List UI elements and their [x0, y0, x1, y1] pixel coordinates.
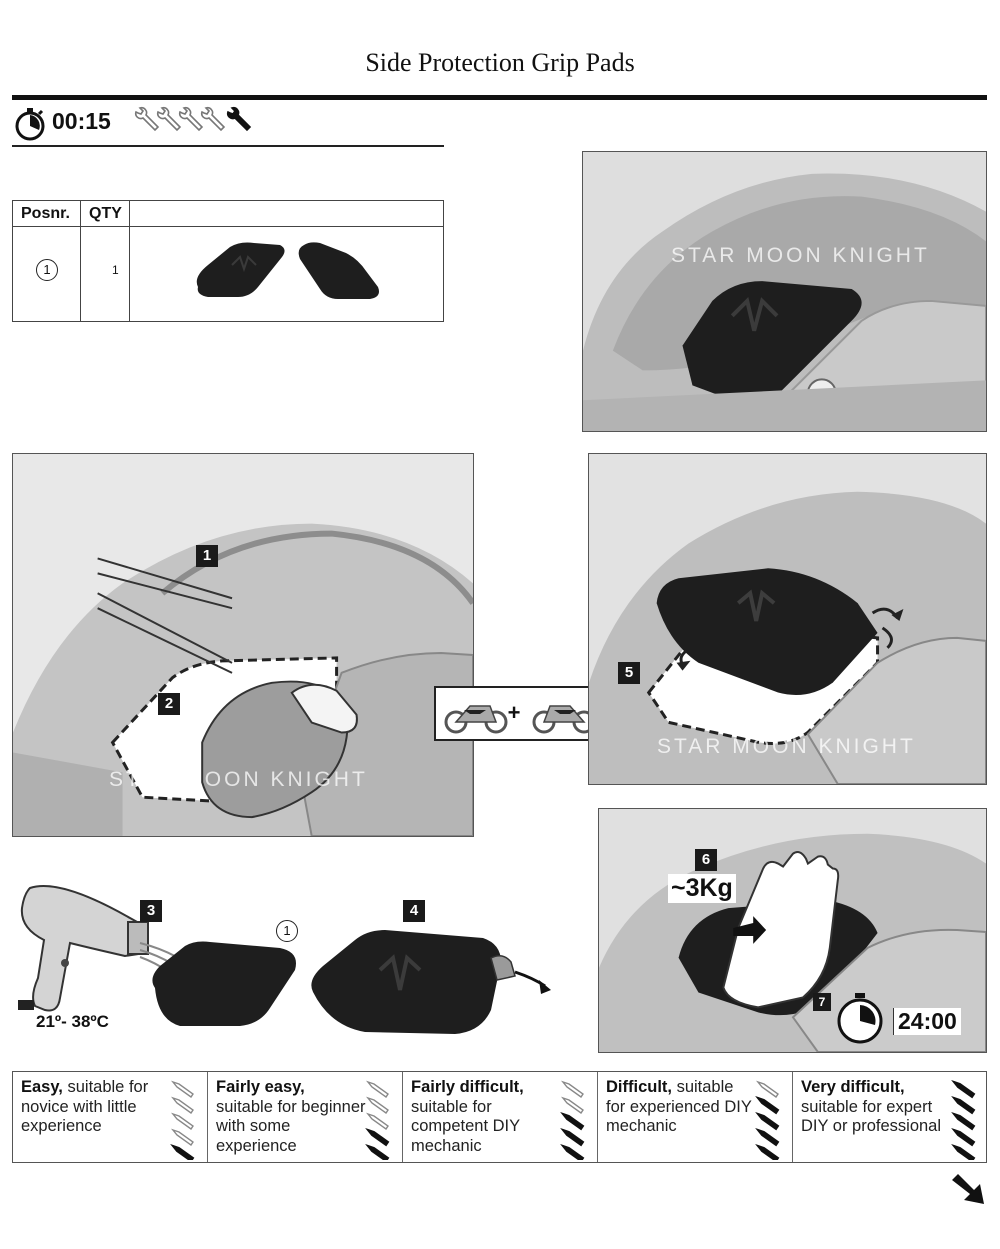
wrench-icon	[951, 1079, 976, 1160]
step-2-badge: 2	[158, 693, 180, 715]
cure-time: 24:00	[893, 1008, 961, 1035]
grip-pad-pair-image	[196, 242, 379, 299]
col-posnr: Posnr.	[21, 205, 70, 222]
motorcycle-right-icon	[532, 705, 594, 734]
apply-pad-illustration: 5 STAR MOON KNIGHT	[588, 453, 987, 785]
stopwatch-icon	[837, 993, 883, 1044]
watermark: STAR MOON KNIGHT	[671, 244, 930, 267]
peel-liner-illustration	[311, 930, 551, 1034]
next-page-arrow-icon[interactable]	[950, 1172, 988, 1208]
step-7-badge: 7	[813, 993, 831, 1011]
title-divider	[12, 95, 987, 100]
hair-dryer-icon	[18, 885, 150, 1012]
legend-fairly-difficult: Fairly difficult, suitable for competent…	[403, 1072, 598, 1162]
part-qty: 1	[112, 263, 119, 277]
result-illustration: STAR MOON KNIGHT	[582, 151, 987, 432]
stopwatch-icon	[15, 108, 45, 141]
heat-pad-illustration	[18, 885, 296, 1026]
step-4-badge: 4	[403, 900, 425, 922]
header-divider	[12, 145, 444, 147]
legend-very-difficult: Very difficult, suitable for expert DIY …	[793, 1072, 988, 1162]
legend-fairly-easy: Fairly easy, suitable for beginner with …	[208, 1072, 403, 1162]
wrench-icon	[200, 106, 226, 132]
both-sides-icon: +	[434, 686, 594, 741]
wrench-icon	[226, 106, 252, 132]
press-weight: ~3Kg	[668, 874, 736, 903]
step-3-badge: 3	[140, 900, 162, 922]
wrench-icon	[365, 1080, 390, 1160]
wrench-icon	[170, 1080, 195, 1160]
difficulty-legend: Easy, suitable for novice with little ex…	[12, 1071, 987, 1163]
temperature-range: 21º- 38ºC	[36, 1012, 109, 1031]
wrench-icon	[178, 106, 204, 132]
step-6-badge: 6	[695, 849, 717, 871]
difficulty-wrenches	[134, 106, 252, 132]
parts-table-header	[13, 201, 443, 227]
watermark: STAR MOON KNIGHT	[109, 768, 368, 791]
part-reference: 1	[276, 920, 298, 942]
cleaning-illustration: 1 2 STAR MOON KNIGHT	[12, 453, 474, 837]
wrench-icon	[560, 1080, 585, 1160]
step-1-badge: 1	[196, 545, 218, 567]
col-qty: QTY	[89, 205, 122, 222]
parts-table: Posnr. QTY 1 1	[12, 200, 444, 322]
part-position: 1	[36, 259, 58, 281]
step-5-badge: 5	[618, 662, 640, 684]
svg-text:+: +	[508, 700, 521, 725]
legend-difficult: Difficult, suitable for experienced DIY …	[598, 1072, 793, 1162]
watermark: STAR MOON KNIGHT	[657, 735, 916, 758]
page-title: Side Protection Grip Pads	[365, 48, 635, 77]
wrench-icon	[156, 106, 182, 132]
motorcycle-left-icon	[444, 705, 508, 734]
wrench-icon	[134, 106, 160, 132]
legend-easy: Easy, suitable for novice with little ex…	[13, 1072, 208, 1162]
total-time: 00:15	[52, 108, 111, 134]
wrench-icon	[755, 1080, 780, 1160]
